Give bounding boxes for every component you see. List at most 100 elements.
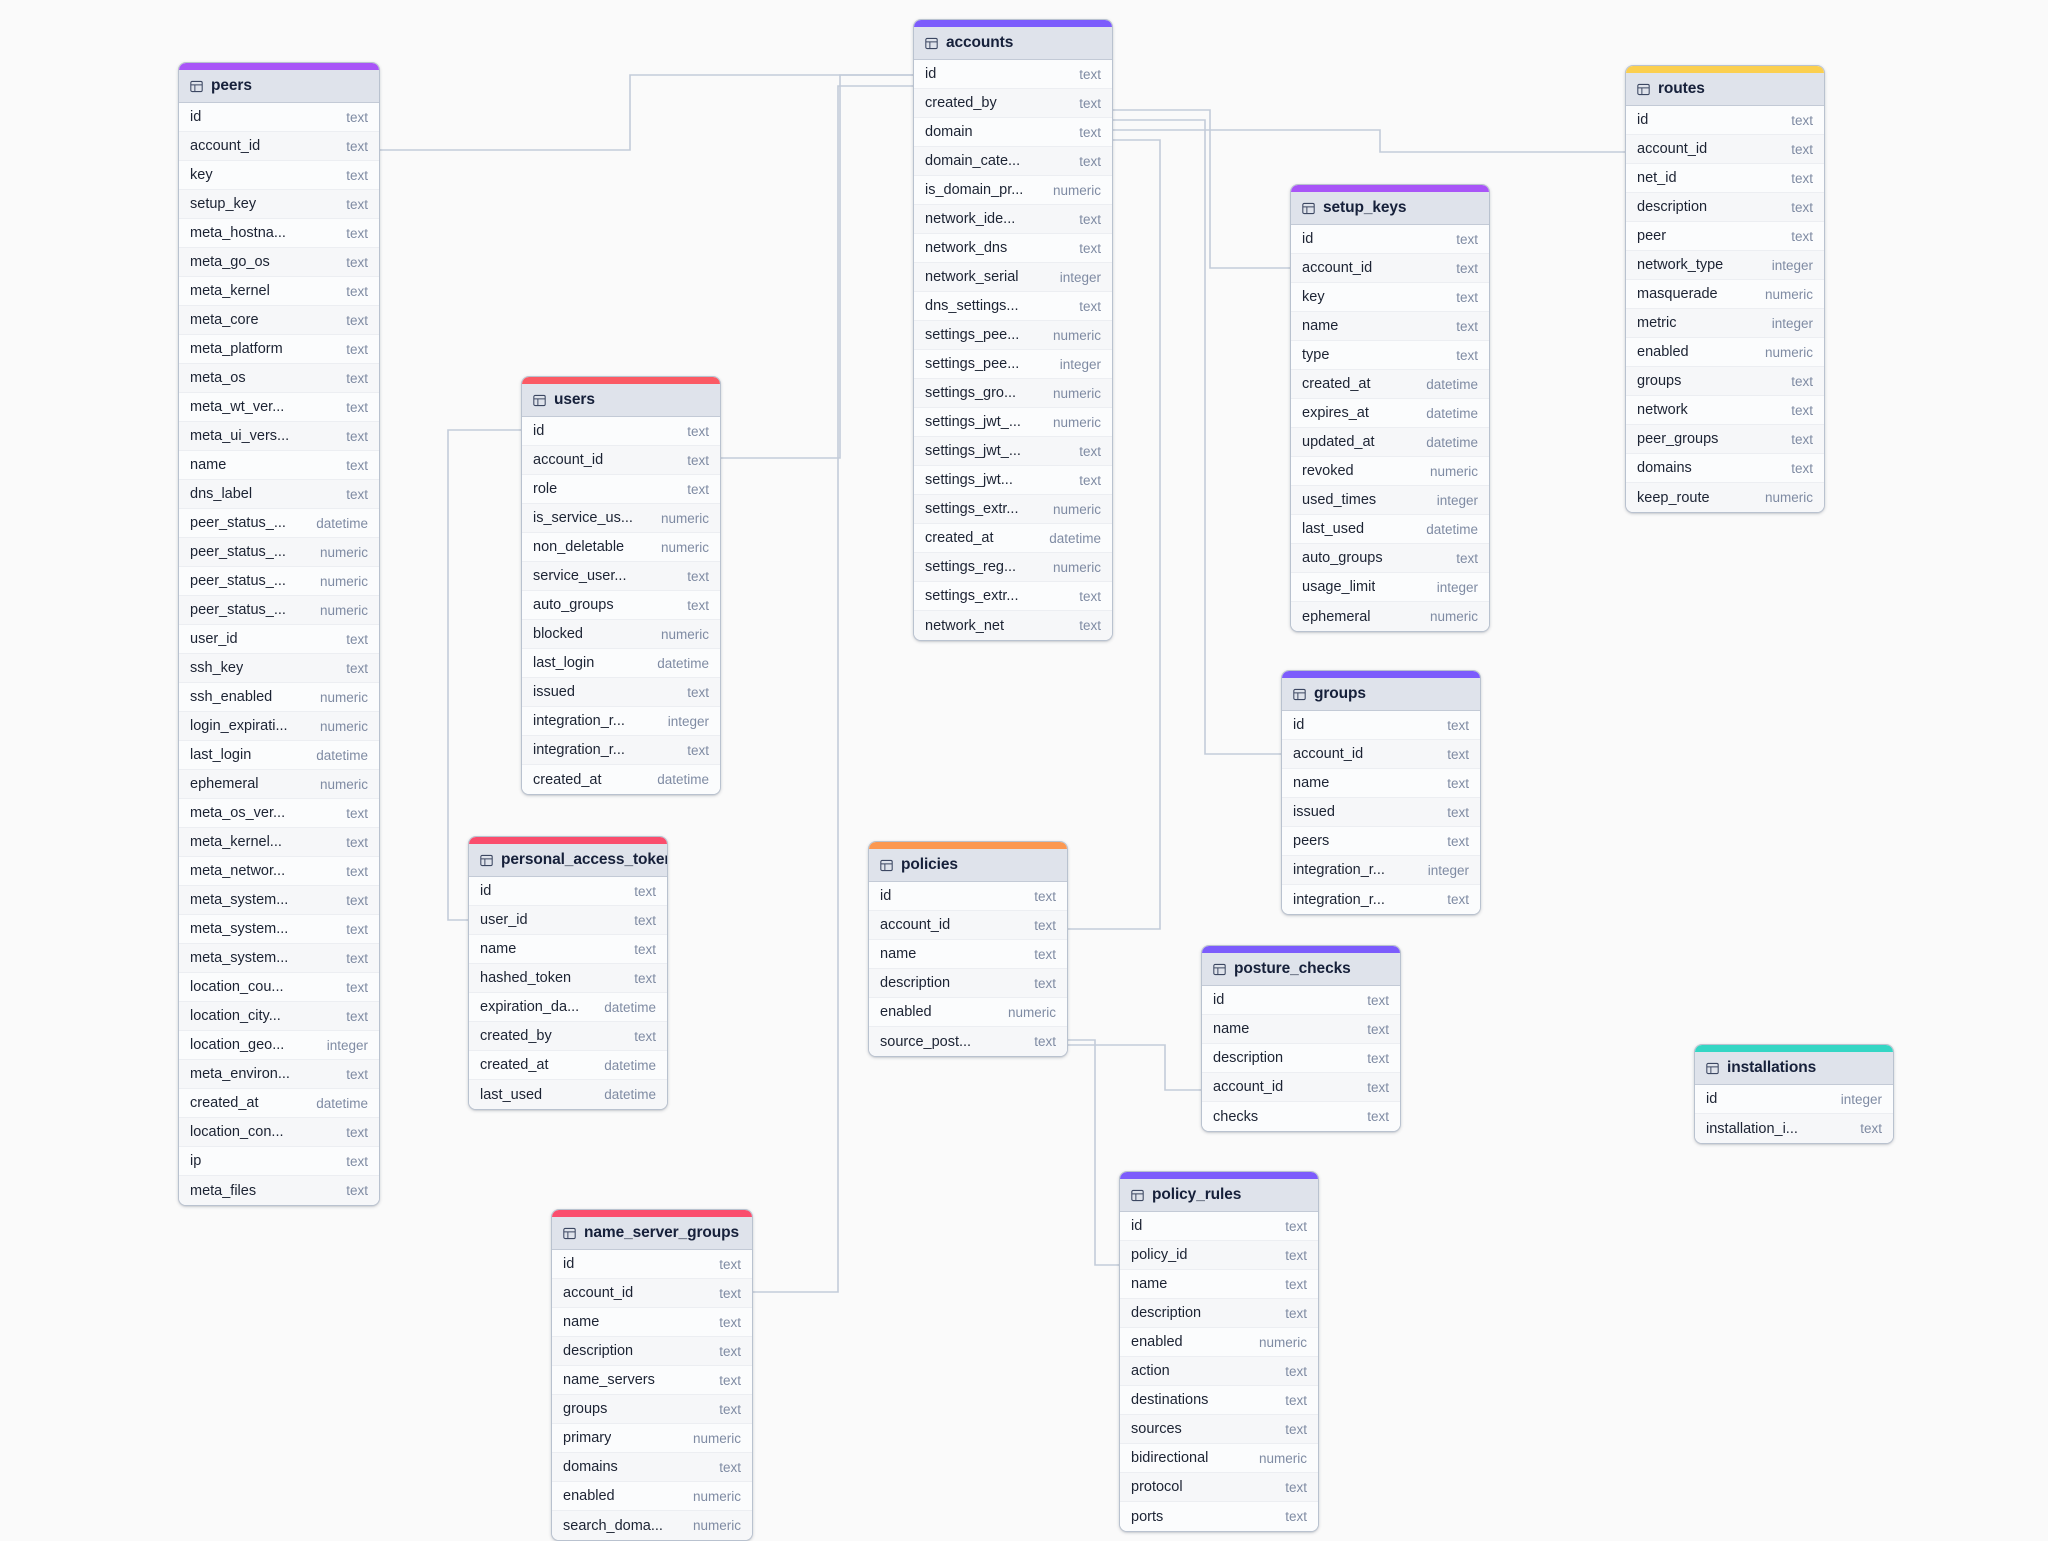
table-header[interactable]: installations bbox=[1695, 1052, 1893, 1085]
field-row[interactable]: meta_system...text bbox=[179, 886, 379, 915]
field-row[interactable]: peer_status_...datetime bbox=[179, 509, 379, 538]
field-row[interactable]: meta_system...text bbox=[179, 915, 379, 944]
field-row[interactable]: settings_pee...integer bbox=[914, 350, 1112, 379]
field-row[interactable]: peer_status_...numeric bbox=[179, 538, 379, 567]
field-row[interactable]: installation_i...text bbox=[1695, 1114, 1893, 1143]
field-row[interactable]: meta_kernel...text bbox=[179, 828, 379, 857]
field-row[interactable]: peer_status_...numeric bbox=[179, 596, 379, 625]
field-row[interactable]: meta_wt_ver...text bbox=[179, 393, 379, 422]
field-row[interactable]: source_post...text bbox=[869, 1027, 1067, 1056]
field-row[interactable]: meta_networ...text bbox=[179, 857, 379, 886]
table-header[interactable]: policy_rules bbox=[1120, 1179, 1318, 1212]
table-header[interactable]: name_server_groups bbox=[552, 1217, 752, 1250]
table-header[interactable]: accounts bbox=[914, 27, 1112, 60]
field-row[interactable]: is_domain_pr...numeric bbox=[914, 176, 1112, 205]
field-row[interactable]: meta_environ...text bbox=[179, 1060, 379, 1089]
table-header[interactable]: personal_access_tokens bbox=[469, 844, 667, 877]
field-row[interactable]: meta_hostna...text bbox=[179, 219, 379, 248]
field-row[interactable]: network_ide...text bbox=[914, 205, 1112, 234]
field-row[interactable]: settings_pee...numeric bbox=[914, 321, 1112, 350]
field-row[interactable]: peer_status_...numeric bbox=[179, 567, 379, 596]
field-row[interactable]: login_expirati...numeric bbox=[179, 712, 379, 741]
field-row[interactable]: integration_r...text bbox=[522, 736, 720, 765]
field-row[interactable]: integration_r...text bbox=[1282, 885, 1480, 914]
field-row[interactable]: settings_gro...numeric bbox=[914, 379, 1112, 408]
field-row[interactable]: domain_cate...text bbox=[914, 147, 1112, 176]
field-row[interactable]: location_geo...integer bbox=[179, 1031, 379, 1060]
field-row[interactable]: meta_system...text bbox=[179, 944, 379, 973]
field-row[interactable]: integration_r...integer bbox=[522, 707, 720, 736]
field-row[interactable]: dns_settings...text bbox=[914, 292, 1112, 321]
field-row[interactable]: location_con...text bbox=[179, 1118, 379, 1147]
field-row[interactable]: meta_ui_vers...text bbox=[179, 422, 379, 451]
